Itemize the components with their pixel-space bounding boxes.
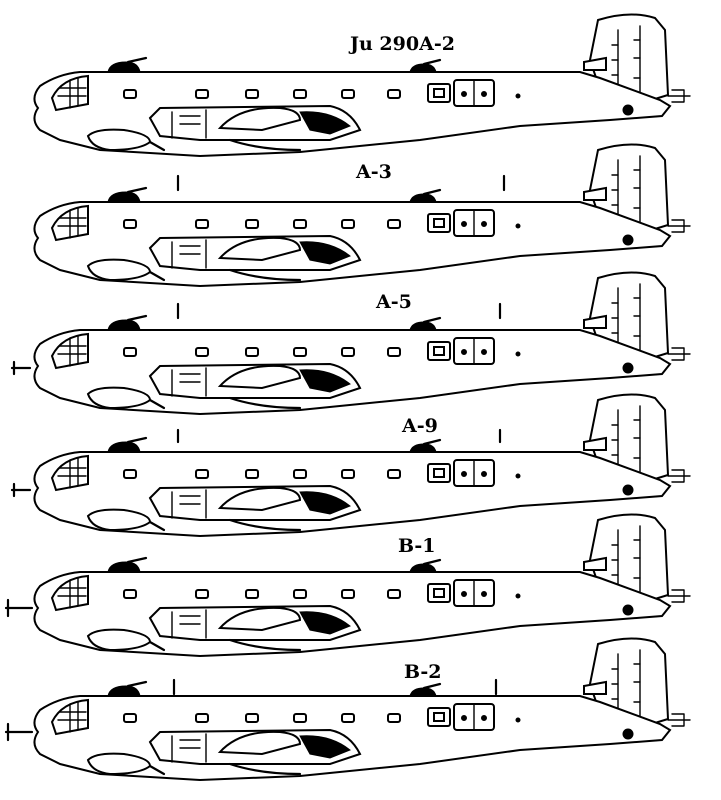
aircraft-profile-a9 bbox=[10, 393, 692, 538]
aircraft-profile-a3 bbox=[33, 143, 692, 288]
aircraft-profile-b2 bbox=[4, 637, 692, 782]
aircraft-profile-a5 bbox=[10, 271, 692, 416]
variant-label: B-2 bbox=[404, 661, 442, 683]
variant-label: Ju 290A-2 bbox=[348, 33, 455, 55]
variant-label: A-3 bbox=[355, 161, 392, 183]
variant-label: B-1 bbox=[398, 535, 436, 557]
variant-label: A-5 bbox=[375, 291, 412, 313]
variant-label: A-9 bbox=[401, 415, 438, 437]
aircraft-profile-b1 bbox=[4, 513, 692, 658]
